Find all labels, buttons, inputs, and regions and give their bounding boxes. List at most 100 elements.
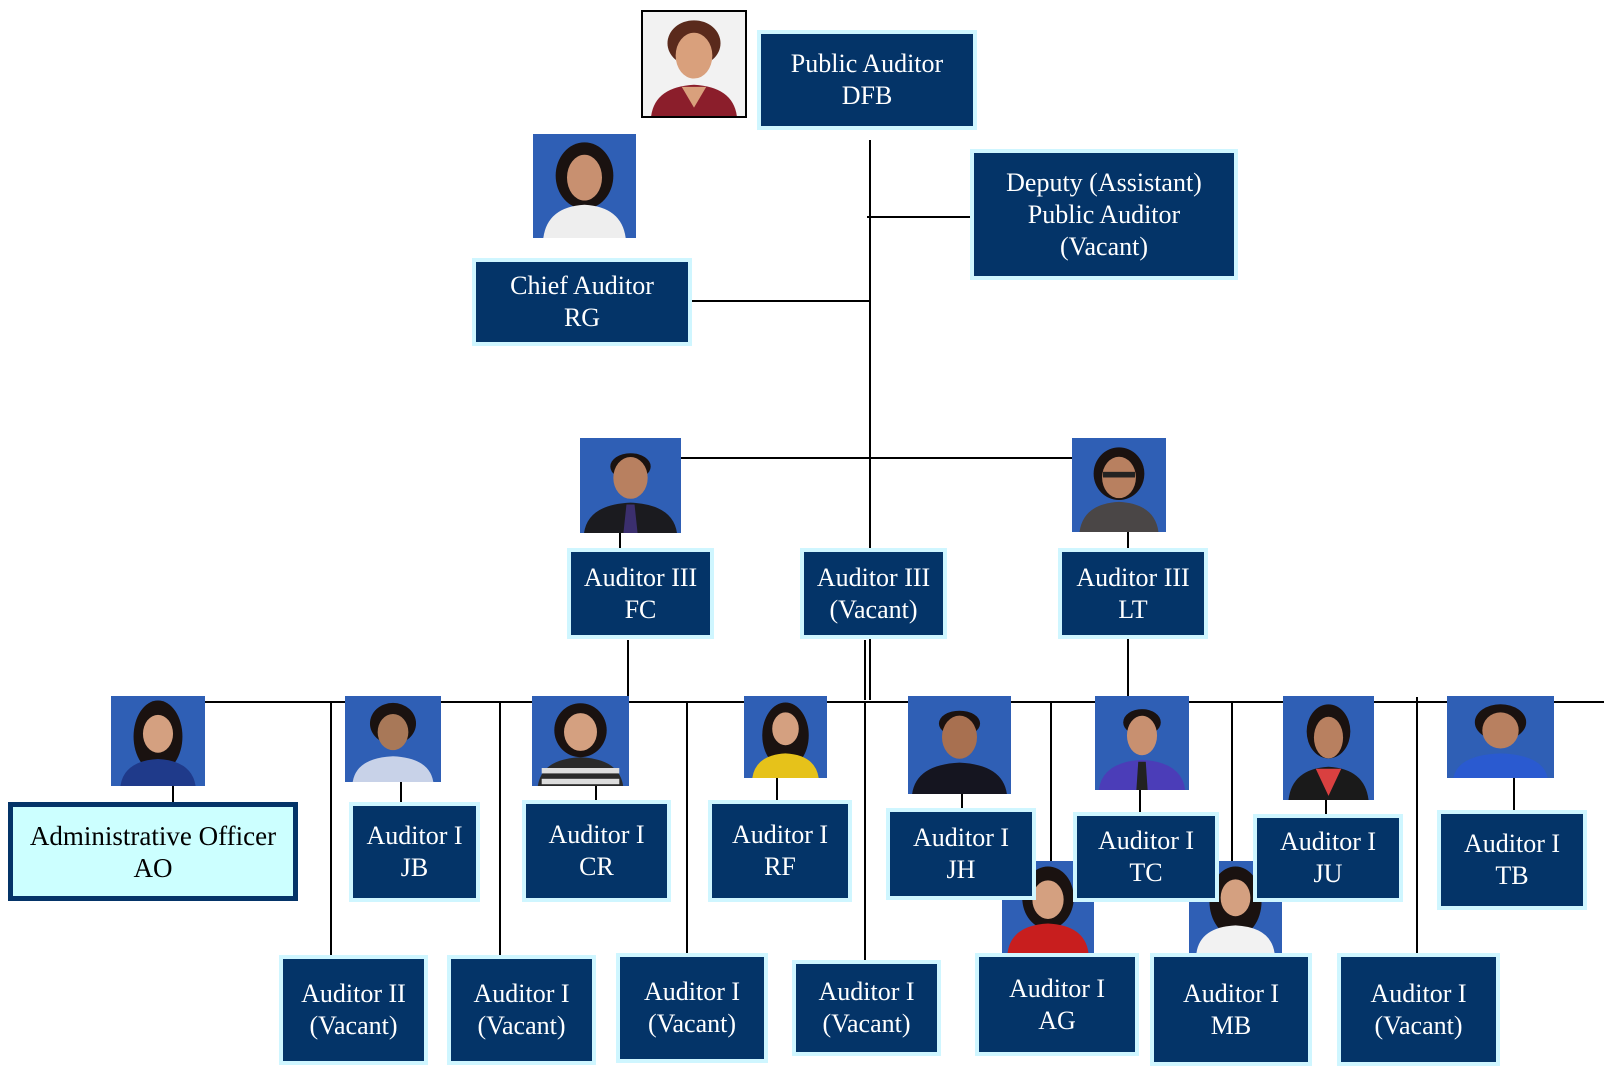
auditor-ii-vacant-name: (Vacant)	[309, 1011, 398, 1040]
chief-auditor-name: RG	[563, 303, 601, 332]
auditor-i-vacant-box-3: Auditor I (Vacant)	[792, 960, 941, 1056]
auditor-i-vacant-title-3: Auditor I	[818, 977, 915, 1006]
auditor-ii-vacant-title: Auditor II	[301, 979, 406, 1008]
public-auditor-title: Public Auditor	[790, 49, 944, 78]
photo-administrative-officer	[111, 696, 205, 786]
auditor-i-cr-name: CR	[579, 852, 614, 881]
auditor-iii-lt-box: Auditor III LT	[1058, 548, 1208, 639]
deputy-line-1: Deputy (Assistant)	[1006, 167, 1202, 197]
auditor-iii-vacant-name: (Vacant)	[829, 594, 918, 624]
connector	[1231, 701, 1233, 861]
auditor-iii-fc-name: FC	[624, 594, 657, 624]
auditor-i-ju-title: Auditor I	[1279, 827, 1377, 856]
deputy-line-3: (Vacant)	[1059, 231, 1149, 261]
auditor-i-vacant-title-1: Auditor I	[473, 979, 570, 1008]
auditor-i-vacant-name-1: (Vacant)	[477, 1011, 566, 1040]
auditor-i-ju-box: Auditor I JU	[1253, 814, 1403, 902]
connector	[627, 640, 629, 702]
connector	[1139, 790, 1141, 814]
connector	[776, 778, 778, 802]
administrative-officer-box: Administrative Officer AO	[8, 802, 298, 901]
auditor-iii-fc-title: Auditor III	[583, 562, 698, 592]
connector	[1050, 701, 1052, 861]
auditor-i-vacant-name-3: (Vacant)	[822, 1009, 911, 1038]
auditor-i-tb-box: Auditor I TB	[1437, 810, 1587, 910]
auditor-i-vacant-box-4: Auditor I (Vacant)	[1337, 953, 1500, 1066]
photo-auditor-i-jh	[908, 696, 1011, 794]
auditor-i-vacant-title-2: Auditor I	[643, 977, 741, 1006]
photo-auditor-iii-lt	[1072, 438, 1166, 532]
photo-auditor-i-ju	[1283, 696, 1374, 800]
auditor-i-vacant-name-4: (Vacant)	[1374, 1010, 1463, 1040]
auditor-iii-vacant-title: Auditor III	[816, 562, 931, 592]
photo-auditor-i-mb	[1189, 861, 1282, 953]
photo-chief-auditor	[533, 134, 636, 238]
auditor-i-rf-box: Auditor I RF	[708, 800, 852, 902]
public-auditor-name: DFB	[841, 81, 893, 110]
photo-auditor-i-rf	[744, 696, 827, 778]
auditor-i-tc-box: Auditor I TC	[1073, 812, 1219, 902]
auditor-i-jh-title: Auditor I	[912, 823, 1010, 852]
auditor-iii-vacant-box: Auditor III (Vacant)	[800, 548, 947, 639]
auditor-i-jh-box: Auditor I JH	[886, 808, 1036, 900]
auditor-i-vacant-name-2: (Vacant)	[647, 1009, 737, 1038]
connector	[961, 794, 963, 808]
auditor-i-tc-title: Auditor I	[1097, 826, 1195, 855]
connector	[869, 140, 871, 700]
auditor-i-tb-name: TB	[1495, 861, 1529, 890]
auditor-i-cr-title: Auditor I	[548, 820, 645, 849]
auditor-ii-vacant-box: Auditor II (Vacant)	[279, 955, 428, 1065]
connector	[686, 701, 688, 957]
auditor-i-rf-name: RF	[764, 852, 796, 881]
auditor-i-vacant-box-2: Auditor I (Vacant)	[616, 953, 768, 1063]
connector	[619, 532, 621, 548]
auditor-i-mb-title: Auditor I	[1182, 978, 1280, 1008]
connector	[1325, 800, 1327, 816]
auditor-i-jb-box: Auditor I JB	[349, 802, 480, 902]
auditor-iii-fc-box: Auditor III FC	[567, 548, 714, 639]
connector	[864, 640, 866, 700]
auditor-i-cr-box: Auditor I CR	[522, 800, 671, 902]
connector	[1127, 532, 1129, 550]
deputy-line-2: Public Auditor	[1027, 199, 1181, 229]
auditor-i-ag-name: AG	[1038, 1005, 1076, 1035]
connector	[864, 701, 866, 961]
auditor-i-mb-box: Auditor I MB	[1150, 953, 1312, 1066]
chief-auditor-title: Chief Auditor	[510, 271, 654, 300]
auditor-i-jb-name: JB	[400, 853, 429, 882]
auditor-i-tc-name: TC	[1129, 858, 1163, 887]
connector	[499, 701, 501, 959]
public-auditor-box: Public Auditor DFB	[757, 30, 977, 130]
auditor-i-vacant-title-4: Auditor I	[1370, 978, 1467, 1008]
connector	[400, 782, 402, 802]
photo-auditor-i-tb	[1447, 696, 1554, 778]
auditor-i-ju-name: JU	[1313, 859, 1343, 888]
administrative-officer-name: AO	[133, 852, 173, 883]
auditor-i-jb-title: Auditor I	[366, 821, 463, 850]
connector	[1416, 697, 1418, 953]
auditor-i-mb-name: MB	[1210, 1010, 1252, 1040]
chief-auditor-box: Chief Auditor RG	[472, 258, 692, 346]
deputy-public-auditor-box: Deputy (Assistant) Public Auditor (Vacan…	[970, 149, 1238, 280]
auditor-i-vacant-box-1: Auditor I (Vacant)	[447, 955, 596, 1065]
auditor-i-ag-box: Auditor I AG	[975, 953, 1139, 1056]
connector	[1513, 778, 1515, 812]
auditor-i-rf-title: Auditor I	[731, 820, 829, 849]
connector	[595, 786, 597, 802]
connector	[330, 701, 332, 959]
photo-public-auditor	[641, 10, 747, 118]
connector	[680, 457, 1072, 459]
auditor-i-ag-title: Auditor I	[1008, 973, 1106, 1003]
auditor-iii-lt-title: Auditor III	[1076, 562, 1190, 592]
administrative-officer-title: Administrative Officer	[29, 820, 277, 851]
connector	[1127, 638, 1129, 700]
connector	[867, 216, 977, 218]
photo-auditor-i-jb	[345, 696, 441, 782]
auditor-iii-lt-name: LT	[1118, 594, 1148, 624]
photo-auditor-i-tc	[1095, 696, 1189, 790]
connector	[683, 300, 871, 302]
photo-auditor-iii-fc	[580, 438, 681, 533]
auditor-i-jh-name: JH	[946, 855, 976, 884]
auditor-i-tb-title: Auditor I	[1463, 829, 1561, 858]
